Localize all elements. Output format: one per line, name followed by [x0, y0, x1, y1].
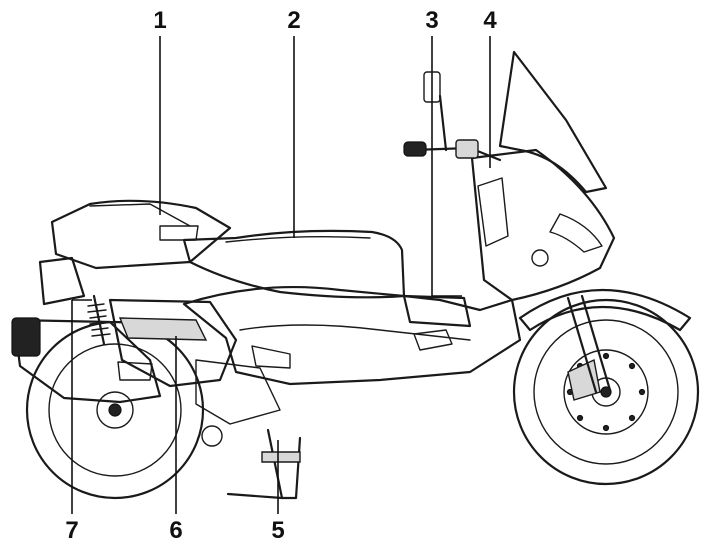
front-panel-vent — [477, 177, 509, 247]
rear-cowl — [50, 199, 232, 270]
front-wheel — [512, 298, 700, 486]
rear-storage-handle — [159, 225, 199, 241]
windshield — [498, 50, 608, 194]
center-stand — [226, 428, 302, 500]
front-cowl — [470, 148, 616, 302]
front-fork — [566, 294, 612, 394]
brake-lever-mount — [455, 139, 479, 159]
rear-shock-absorber — [87, 294, 111, 346]
callout-6: 6 — [169, 517, 182, 544]
tail-light — [38, 256, 86, 306]
headlight — [549, 213, 603, 253]
engine-block — [195, 359, 281, 425]
exhaust-tip — [11, 317, 41, 357]
floorboard — [402, 294, 472, 328]
callout-3: 3 — [425, 7, 438, 34]
side-body-panel — [182, 285, 522, 386]
muffler-guard — [117, 361, 153, 381]
reflector — [531, 249, 549, 267]
drain-plug — [201, 425, 223, 447]
front-fender — [518, 288, 692, 332]
callout-7: 7 — [65, 517, 78, 544]
callout-1: 1 — [153, 7, 166, 34]
transmission-case — [108, 298, 238, 388]
leader-lines — [71, 36, 491, 514]
side-vent — [251, 345, 291, 369]
handlebar — [403, 71, 502, 162]
callout-5: 5 — [271, 517, 284, 544]
floorboard-accent — [413, 329, 453, 351]
callout-4: 4 — [483, 7, 497, 34]
callout-2: 2 — [287, 7, 300, 34]
grab-rail — [89, 203, 191, 227]
brake-caliper — [567, 358, 601, 401]
air-filter-case — [118, 317, 208, 341]
